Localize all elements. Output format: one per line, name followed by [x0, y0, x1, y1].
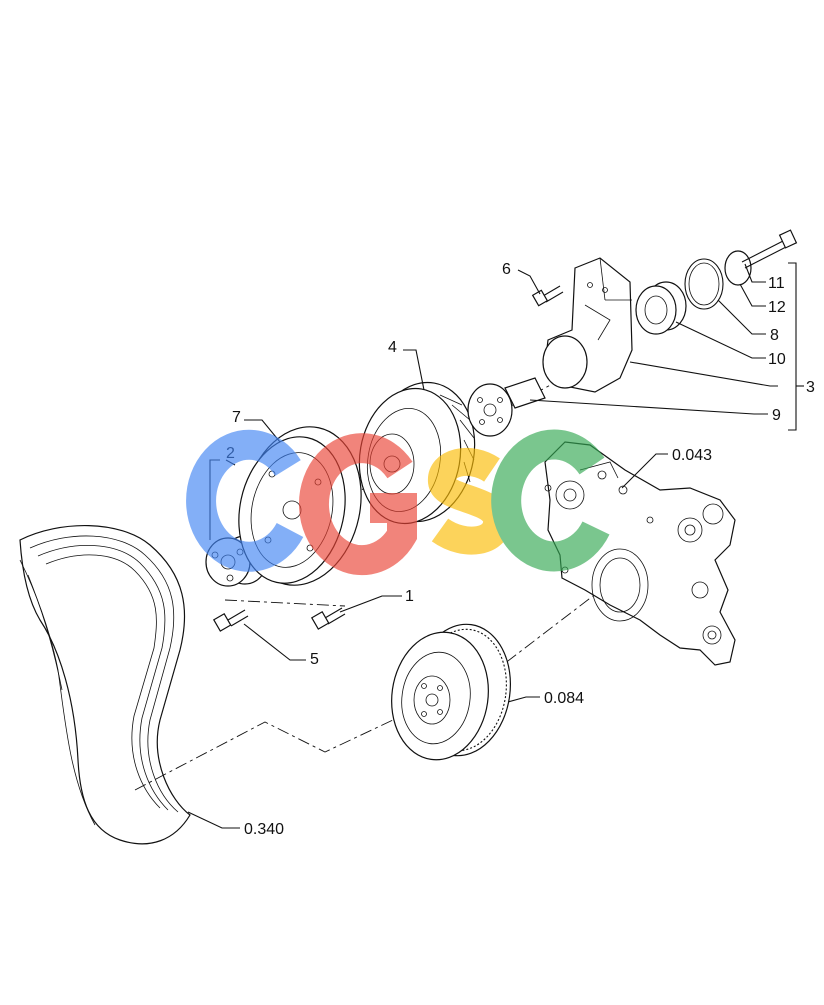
shaft-part-9	[467, 377, 546, 437]
bracket-housing-part-3	[542, 257, 633, 393]
bolt-part-11	[741, 229, 798, 269]
bolt-part-5	[212, 609, 249, 632]
label-ref-damper: 0.084	[544, 690, 584, 707]
label-part-5: 5	[310, 651, 319, 668]
watermark-logo	[186, 429, 610, 576]
label-part-4: 4	[388, 339, 397, 356]
bolt-part-1	[310, 607, 346, 630]
label-ref-cover: 0.043	[672, 447, 712, 464]
watermark-letter-c-green	[491, 429, 610, 572]
label-part-9: 9	[772, 407, 781, 424]
label-part-11: 11	[768, 275, 785, 292]
snap-ring-part-8	[684, 258, 724, 310]
label-part-3: 3	[806, 379, 815, 396]
label-part-12: 12	[768, 299, 786, 316]
watermark-letter-g-red	[298, 433, 417, 576]
label-ref-belt: 0.340	[244, 821, 284, 838]
front-cover-0-043	[544, 441, 736, 666]
bearing-part-10	[635, 281, 687, 335]
crank-damper-0-084	[391, 623, 512, 761]
label-part-6: 6	[502, 261, 511, 278]
watermark-letter-c-blue	[186, 429, 304, 572]
callout-labels: 1 2 3 4 5 6 7 8 9 10 11 12 0.043 0.084 0…	[226, 261, 815, 838]
label-part-10: 10	[768, 351, 786, 368]
label-part-7: 7	[232, 409, 241, 426]
watermark-letter-s-yellow	[428, 448, 511, 555]
poly-v-belt	[19, 525, 191, 845]
leader-lines	[187, 262, 804, 829]
bolt-part-6	[531, 285, 564, 307]
label-part-1: 1	[405, 588, 414, 605]
label-part-8: 8	[770, 327, 779, 344]
washer-part-12	[724, 250, 752, 286]
